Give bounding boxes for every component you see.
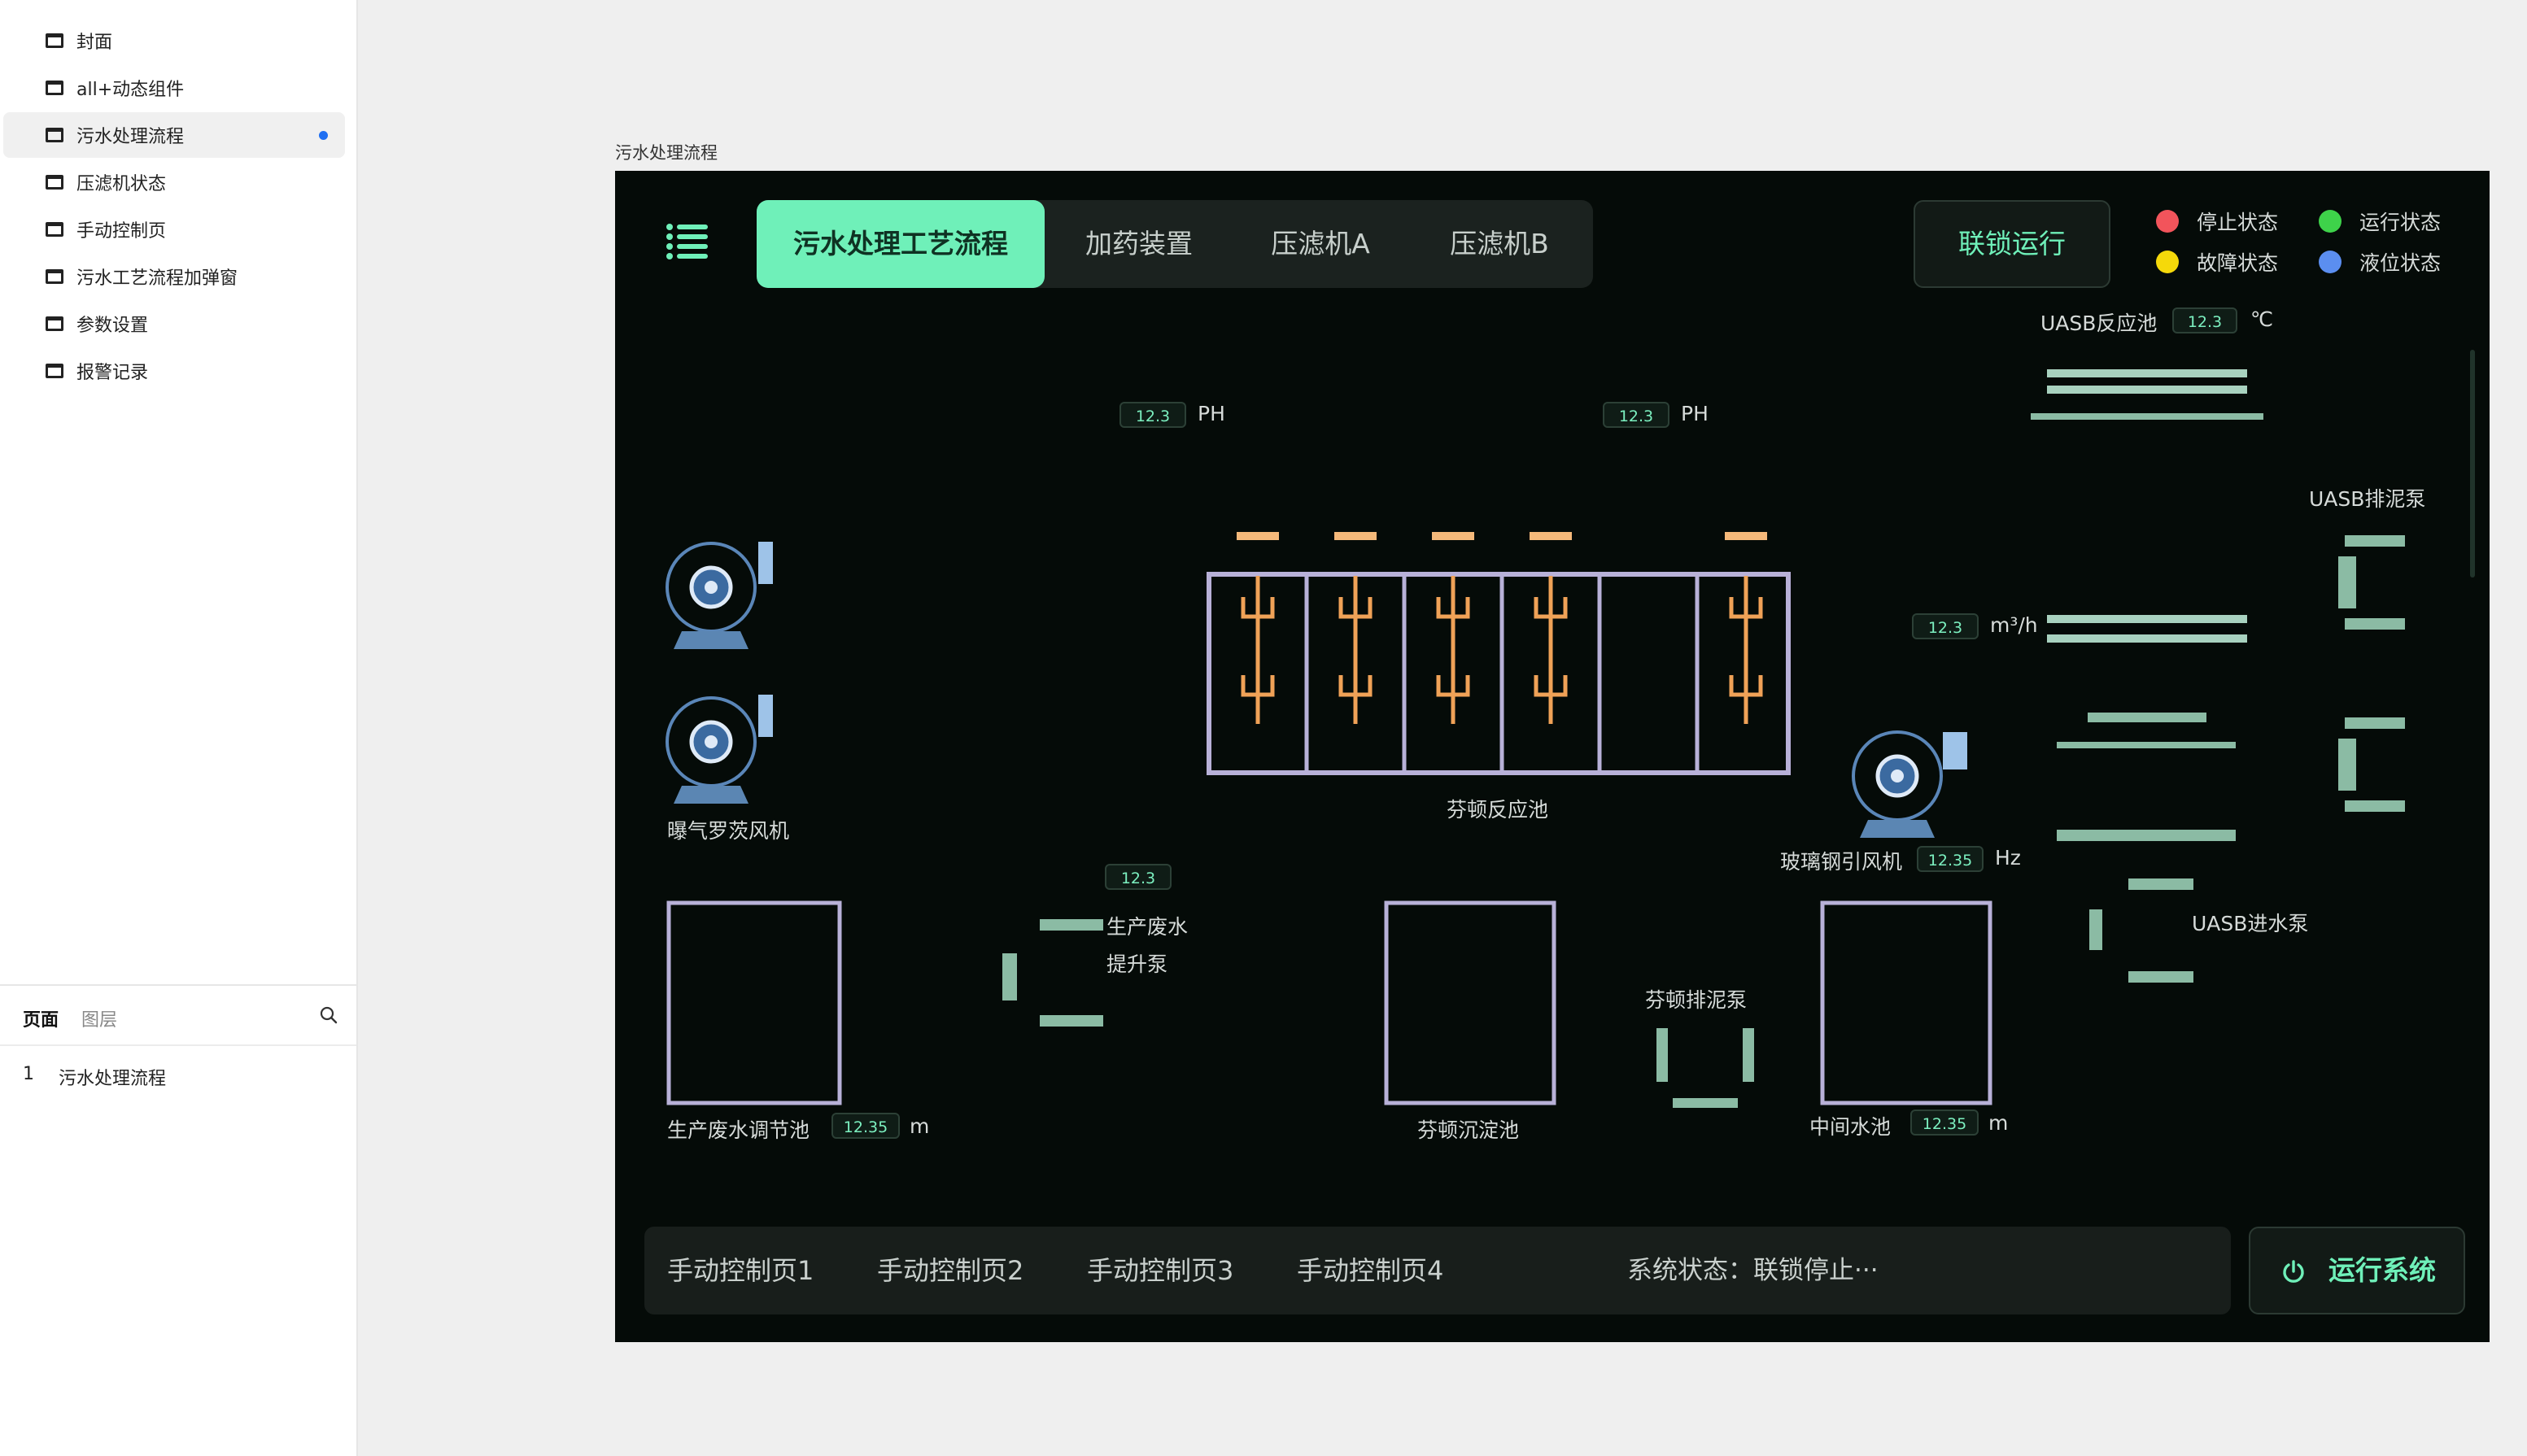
scrollbar[interactable] <box>2470 350 2475 578</box>
fenton-sludge-pump-label: 芬顿排泥泵 <box>1645 988 1748 1012</box>
pump-reading-value: 12.3 <box>1105 864 1172 890</box>
nav-manual-3[interactable]: 手动控制页3 <box>1087 1255 1234 1286</box>
legend-level-dot <box>2319 251 2342 273</box>
waste-tank-label: 生产废水调节池 <box>667 1118 810 1142</box>
middle-level-value: 12.35 <box>1910 1109 1979 1136</box>
ph1-value: 12.3 <box>1119 402 1186 428</box>
plant-schematic <box>615 171 2490 1342</box>
menu-icon[interactable] <box>666 223 708 260</box>
uasb-tank-label: UASB反应池 <box>2040 312 2158 335</box>
flow-value: 12.3 <box>1912 613 1979 639</box>
page-item-label: 污水处理流程 <box>76 127 185 147</box>
process-tabs: 污水处理工艺流程 加药装置 压滤机A 压滤机B <box>757 200 1593 288</box>
tab-sewage-process[interactable]: 污水处理工艺流程 <box>757 200 1045 288</box>
uasb-temp-value: 12.3 <box>2172 307 2237 333</box>
frp-fan-label: 玻璃钢引风机 <box>1780 850 1903 874</box>
page-icon <box>46 175 63 190</box>
uasb-inlet-pump-label: UASB进水泵 <box>2192 912 2309 935</box>
panel-tabs: 页面 图层 <box>0 984 356 1046</box>
waste-level-unit: m <box>910 1114 930 1138</box>
page-item-all-dynamic[interactable]: all+动态组件 <box>3 65 345 111</box>
legend-fault: 故障状态 <box>2197 251 2279 275</box>
nav-manual-1[interactable]: 手动控制页1 <box>667 1255 814 1286</box>
tab-layers[interactable]: 图层 <box>81 1010 118 1031</box>
fenton-reactor-label: 芬顿反应池 <box>1447 798 1549 822</box>
page-item-label: 污水工艺流程加弹窗 <box>76 268 238 289</box>
nav-manual-4[interactable]: 手动控制页4 <box>1297 1255 1444 1286</box>
page-item-label: 封面 <box>76 33 113 53</box>
nav-manual-2[interactable]: 手动控制页2 <box>877 1255 1024 1286</box>
fenton-settler-label: 芬顿沉淀池 <box>1417 1118 1520 1142</box>
ph1-unit: PH <box>1198 402 1225 425</box>
middle-tank-label: 中间水池 <box>1809 1115 1892 1139</box>
frame-title: 污水处理流程 <box>615 143 718 163</box>
page-item-label: 报警记录 <box>76 363 149 383</box>
page-icon <box>46 33 63 48</box>
waste-level-value: 12.35 <box>831 1113 900 1139</box>
page-item-alarms[interactable]: 报警记录 <box>3 348 345 394</box>
waste-pump-label-2: 提升泵 <box>1106 953 1168 976</box>
legend-stop-dot <box>2156 210 2179 233</box>
page-item-parameters[interactable]: 参数设置 <box>3 301 345 347</box>
page-item-sewage-flow[interactable]: 污水处理流程 <box>3 112 345 158</box>
uasb-temp-unit: ℃ <box>2250 307 2274 331</box>
bottom-nav-bar: 手动控制页1 手动控制页2 手动控制页3 手动控制页4 系统状态：联锁停止··· <box>644 1227 2231 1314</box>
page-icon <box>46 222 63 237</box>
search-icon[interactable] <box>319 1005 338 1025</box>
run-system-label: 运行系统 <box>2328 1254 2436 1286</box>
page-icon <box>46 128 63 142</box>
canvas-background <box>615 171 2490 1342</box>
page-item-label: 手动控制页 <box>76 221 167 242</box>
blower-label: 曝气罗茨风机 <box>667 819 790 843</box>
legend-stop: 停止状态 <box>2197 211 2279 234</box>
page-icon <box>46 316 63 331</box>
legend-run: 运行状态 <box>2359 211 2442 234</box>
uasb-sludge-pump-label: UASB排泥泵 <box>2309 487 2426 511</box>
legend-run-dot <box>2319 210 2342 233</box>
ph2-value: 12.3 <box>1603 402 1669 428</box>
power-icon <box>2283 1260 2304 1283</box>
ph2-unit: PH <box>1681 402 1709 425</box>
page-item-filter-press[interactable]: 压滤机状态 <box>3 159 345 205</box>
flow-unit: m³/h <box>1990 613 2038 637</box>
page-icon <box>46 364 63 378</box>
system-status: 系统状态：联锁停止··· <box>1627 1256 1879 1285</box>
tab-dosing[interactable]: 加药装置 <box>1085 228 1193 259</box>
tab-filter-press-b[interactable]: 压滤机B <box>1450 228 1549 259</box>
page-item-cover[interactable]: 封面 <box>3 18 345 63</box>
middle-level-unit: m <box>1988 1111 2009 1135</box>
hmi-canvas: 污水处理工艺流程 加药装置 压滤机A 压滤机B 联锁运行 停止状态 运行状态 故… <box>615 171 2490 1342</box>
tab-pages[interactable]: 页面 <box>23 1010 59 1031</box>
left-sidebar: 封面 all+动态组件 污水处理流程 压滤机状态 手动控制页 污水工艺流程加弹窗… <box>0 0 358 1456</box>
run-system-button[interactable]: 运行系统 <box>2249 1227 2465 1314</box>
page-item-flow-popup[interactable]: 污水工艺流程加弹窗 <box>3 254 345 299</box>
page-icon <box>46 269 63 284</box>
fan-freq-unit: Hz <box>1995 846 2021 870</box>
tab-filter-press-a[interactable]: 压滤机A <box>1271 228 1370 259</box>
active-indicator-dot <box>319 130 328 140</box>
interlock-run-button[interactable]: 联锁运行 <box>1914 200 2110 288</box>
page-list-item[interactable]: 污水处理流程 <box>59 1069 167 1089</box>
legend-level: 液位状态 <box>2359 251 2442 275</box>
fan-freq-value: 12.35 <box>1917 846 1984 872</box>
waste-pump-label-1: 生产废水 <box>1106 915 1189 939</box>
page-item-label: all+动态组件 <box>76 80 185 100</box>
page-item-manual-control[interactable]: 手动控制页 <box>3 207 345 252</box>
page-list-index: 1 <box>23 1064 34 1084</box>
page-icon <box>46 81 63 95</box>
page-item-label: 压滤机状态 <box>76 174 167 194</box>
legend-fault-dot <box>2156 251 2179 273</box>
page-item-label: 参数设置 <box>76 316 149 336</box>
